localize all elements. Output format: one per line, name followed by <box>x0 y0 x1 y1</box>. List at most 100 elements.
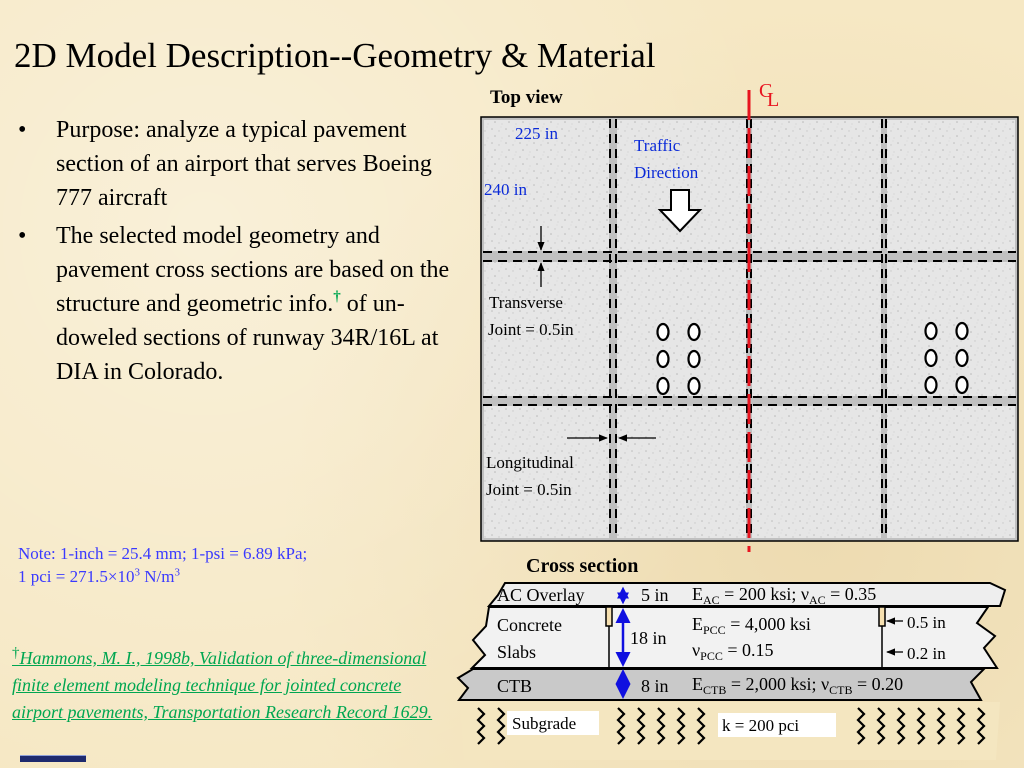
traffic-arrow-icon <box>657 189 703 233</box>
page-title: 2D Model Description--Geometry & Materia… <box>14 36 656 75</box>
centerline-l: L <box>767 89 779 111</box>
transverse-joint-label-1: Transverse <box>489 293 563 312</box>
spring-icon <box>936 707 946 745</box>
sub-ac: AC <box>703 593 720 607</box>
spring-icon <box>976 707 986 745</box>
wheel-icon <box>656 376 670 396</box>
slab <box>484 262 609 396</box>
pcc-layer <box>469 606 999 669</box>
bullet-symbol: • <box>18 223 27 249</box>
concrete-label-2: Slabs <box>497 642 536 662</box>
concrete-slabs <box>484 120 1015 538</box>
bullet-geometry-text: The selected model geometry and pavement… <box>56 223 450 317</box>
unit-note: Note: 1-inch = 25.4 mm; 1-psi = 6.89 kPa… <box>18 542 307 588</box>
transverse-joint-label-2: Joint = 0.5in <box>488 320 574 339</box>
slab <box>617 406 746 538</box>
subgrade-springs <box>476 707 986 745</box>
wheel-icon <box>687 322 701 342</box>
longitudinal-joint-label-1: Longitudinal <box>486 453 574 472</box>
spring-icon <box>896 707 906 745</box>
slab-width-label: 225 in <box>515 124 558 143</box>
centerline-c: C <box>759 80 772 102</box>
bullet-symbol: • <box>18 117 27 143</box>
joint-markers <box>605 606 886 668</box>
bullet-geometry: • The selected model geometry and paveme… <box>18 219 458 389</box>
unit-note-exp2: 3 <box>174 566 180 579</box>
wheel-icon <box>955 375 969 395</box>
top-view-diagram: Top view <box>480 80 1019 552</box>
longitudinal-joint-label-2: Joint = 0.5in <box>486 480 572 499</box>
slab <box>752 406 881 538</box>
ac-properties: EAC = 200 ksi; νAC = 0.35 <box>692 584 876 607</box>
wheel-icon <box>955 321 969 341</box>
reference-text: Hammons, M. I., 1998b, Validation of thr… <box>12 648 433 722</box>
wheel-icon <box>687 349 701 369</box>
joint-gap-top-label: 0.5 in <box>907 613 946 632</box>
unit-note-pci: 1 pci = 271.5×10 <box>18 567 135 586</box>
wheel-icon <box>687 376 701 396</box>
pcc-thickness-label: 18 in <box>630 628 667 648</box>
concrete-label-1: Concrete <box>497 615 562 635</box>
bullet-geometry-text-after: of un-doweled sections of runway 34R/16L… <box>56 291 439 385</box>
slab-length-label: 240 in <box>484 180 527 199</box>
spring-icon <box>676 707 686 745</box>
slab <box>752 262 881 396</box>
joint-gap-bottom-label: 0.2 in <box>907 644 946 663</box>
subgrade-label-box <box>507 711 599 735</box>
slab <box>887 120 1015 251</box>
joint-post <box>878 606 886 627</box>
gear-wheels-right <box>924 321 969 395</box>
wheel-icon <box>924 321 938 341</box>
spring-icon <box>496 707 506 745</box>
ctb-layer <box>456 668 987 701</box>
reference-dagger: † <box>12 645 20 661</box>
ctb-label: CTB <box>497 676 532 696</box>
reference-link[interactable]: †Hammons, M. I., 1998b, Validation of th… <box>12 640 452 726</box>
joint-post <box>605 606 613 627</box>
wheel-icon <box>656 349 670 369</box>
top-view-label: Top view <box>490 87 563 108</box>
ctb-properties: ECTB = 2,000 ksi; νCTB = 0.20 <box>692 674 903 697</box>
cross-section-diagram: Cross section AC Overlay 5 in EAC = 200 … <box>456 555 1007 760</box>
spring-icon <box>916 707 926 745</box>
wheel-icon <box>924 375 938 395</box>
subgrade-label: Subgrade <box>512 714 576 733</box>
spring-icon <box>956 707 966 745</box>
slab <box>484 120 609 251</box>
slab <box>887 262 1015 396</box>
traffic-label-2: Direction <box>634 163 699 182</box>
spring-icon <box>476 707 486 745</box>
bullet-purpose-text: Purpose: analyze a typical pavement sect… <box>56 117 432 211</box>
cross-section-label: Cross section <box>526 555 638 577</box>
traffic-label-1: Traffic <box>634 136 681 155</box>
wheel-icon <box>924 348 938 368</box>
ac-overlay-label: AC Overlay <box>497 585 584 605</box>
gear-wheels-left <box>656 322 701 396</box>
k-value-box <box>718 713 836 737</box>
spring-icon <box>636 707 646 745</box>
unit-note-exp: 3 <box>134 566 140 579</box>
slab <box>752 120 881 251</box>
footer-bar <box>20 755 86 762</box>
slab <box>617 262 746 396</box>
joint-lines <box>483 119 1016 539</box>
wheel-icon <box>955 348 969 368</box>
unit-note-line1: Note: 1-inch = 25.4 mm; 1-psi = 6.89 kPa… <box>18 544 308 563</box>
dagger-mark: † <box>333 289 341 305</box>
spring-icon <box>696 707 706 745</box>
bullet-purpose: • Purpose: analyze a typical pavement se… <box>18 113 458 215</box>
spring-icon <box>876 707 886 745</box>
slab <box>484 406 609 538</box>
spring-icon <box>656 707 666 745</box>
wheel-icon <box>656 322 670 342</box>
slab <box>887 406 1015 538</box>
unit-note-unit: N/m <box>139 567 175 586</box>
unit-note-line2: 1 pci = 271.5×103 N/m3 <box>18 565 307 588</box>
spring-icon <box>616 707 626 745</box>
ac-thickness-label: 5 in <box>641 585 669 605</box>
ctb-thickness-label: 8 in <box>641 676 669 696</box>
bullet-list: • Purpose: analyze a typical pavement se… <box>18 113 458 393</box>
spring-icon <box>856 707 866 745</box>
k-value-label: k = 200 pci <box>722 716 799 735</box>
